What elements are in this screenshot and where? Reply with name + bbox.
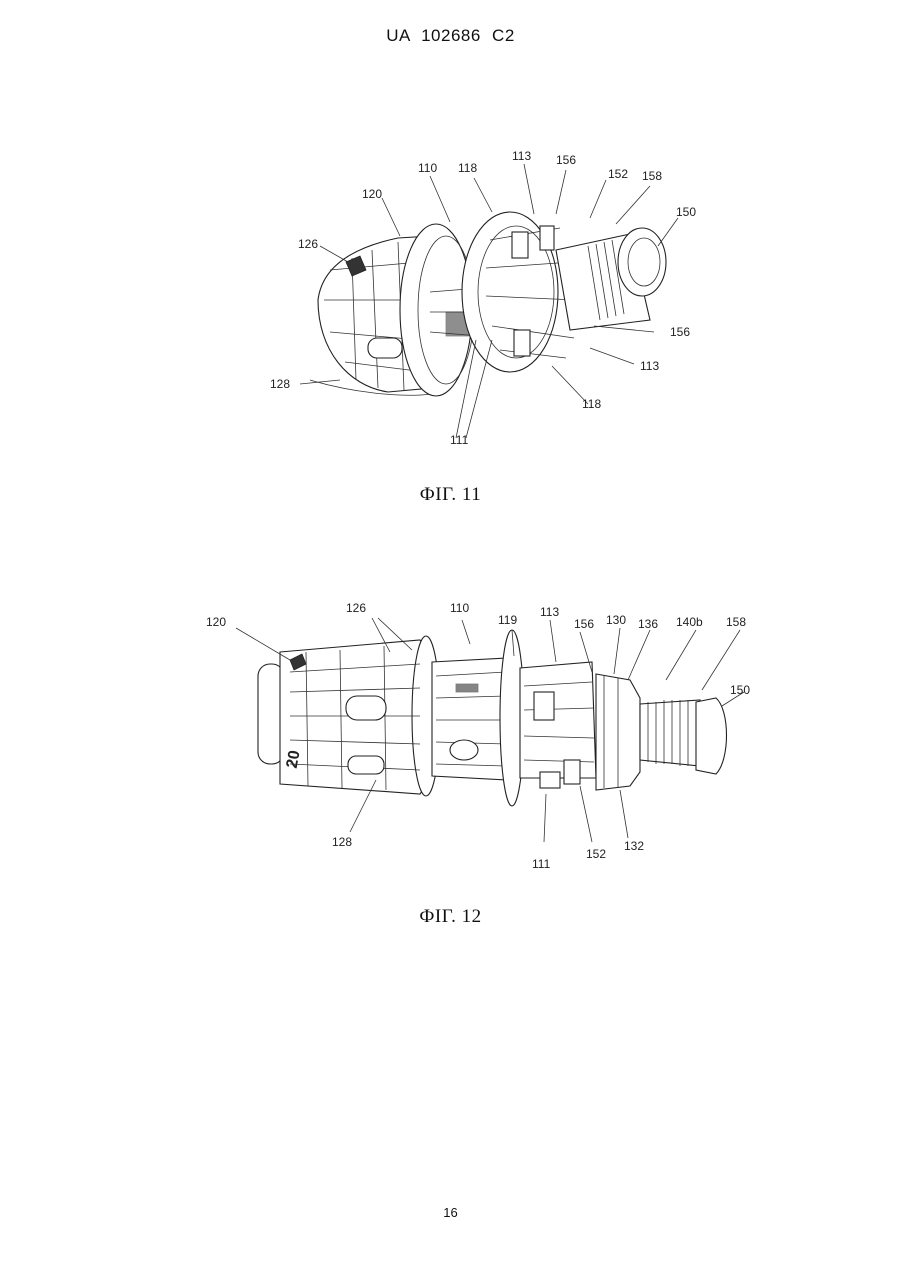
fig11-label-113a: 113 (512, 149, 531, 163)
fig11-label-156b: 156 (670, 325, 690, 339)
fig11-label-152: 152 (608, 167, 628, 181)
fig12-size-mark: 20 (284, 749, 304, 770)
fig12-label-128: 128 (332, 835, 352, 849)
fig12-label-130: 130 (606, 613, 626, 627)
fig12-label-119: 119 (498, 613, 517, 627)
fig12-label-158: 158 (726, 615, 746, 629)
fig12-body-110 (432, 658, 508, 780)
fig12-label-126: 126 (346, 601, 366, 615)
fig12-label-110: 110 (450, 601, 469, 615)
fig12-label-120: 120 (206, 615, 226, 629)
fig11-label-120: 120 (362, 187, 382, 201)
fig11-label-118a: 118 (458, 161, 477, 175)
figure-11-caption: ФІГ. 11 (0, 484, 901, 506)
fig11-label-110: 110 (418, 161, 437, 175)
page-number: 16 (0, 1205, 901, 1220)
fig12-label-140b: 140b (676, 615, 703, 629)
fig11-label-113b: 113 (640, 359, 659, 373)
fig12-label-136: 136 (638, 617, 658, 631)
fig12-label-150: 150 (730, 683, 750, 697)
fig12-label-132: 132 (624, 839, 644, 853)
fig12-cap-120: 20 (258, 636, 440, 796)
fig12-label-156: 156 (574, 617, 594, 631)
fig11-label-118b: 118 (582, 397, 601, 411)
fig11-collar-113 (462, 212, 576, 372)
fig12-label-152: 152 (586, 847, 606, 861)
fig11-label-156a: 156 (556, 153, 576, 167)
fig11-label-158: 158 (642, 169, 662, 183)
fig11-label-128: 128 (270, 377, 290, 391)
fig12-collar-113 (520, 662, 596, 788)
fig12-nut-130 (596, 674, 640, 790)
figure-12-drawing: 20 120 126 110 119 113 156 130 136 (0, 580, 901, 900)
fig12-label-111: 111 (532, 857, 551, 871)
figure-11-drawing: 110 118 113 156 152 158 120 150 126 156 … (0, 0, 901, 520)
fig12-label-113: 113 (540, 605, 559, 619)
fig12-tube-150 (640, 698, 727, 774)
fig11-label-150: 150 (676, 205, 696, 219)
fig11-label-111: 111 (450, 433, 469, 447)
fig11-label-126: 126 (298, 237, 318, 251)
fig11-tube-150 (556, 228, 666, 330)
figure-12-caption: ФІГ. 12 (0, 906, 901, 928)
